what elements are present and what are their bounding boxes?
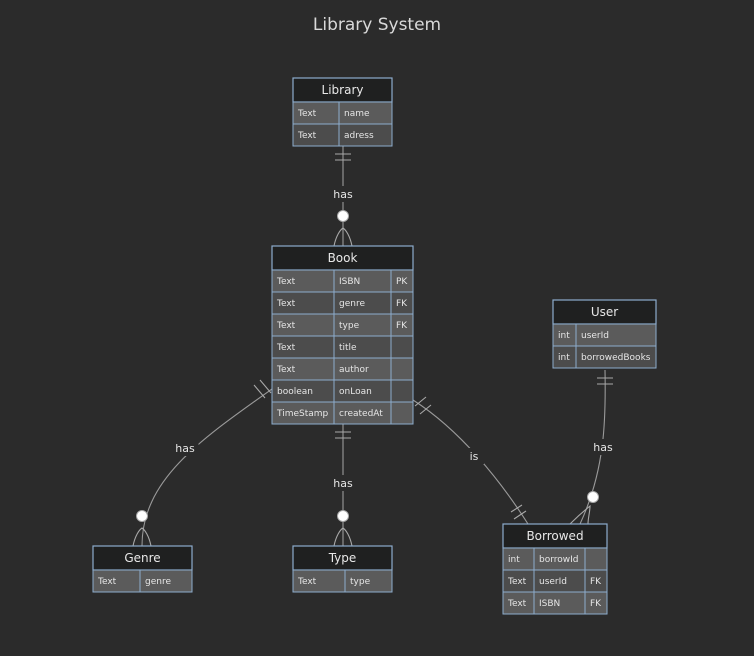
attribute-type: Text [507, 577, 527, 587]
exactly-one-marker [253, 379, 272, 399]
attribute-name: author [339, 365, 369, 375]
entity-header [502, 523, 608, 549]
exactly-one-marker [335, 431, 351, 439]
attribute-name: createdAt [339, 409, 383, 419]
attribute-key: FK [590, 599, 602, 609]
diagram-title: Library System [312, 15, 442, 35]
zero-marker [337, 210, 349, 222]
entity-name: Library [322, 83, 364, 97]
attribute-type: Text [297, 131, 317, 141]
entity-user[interactable]: User int userId int borrowedBooks [552, 299, 657, 369]
zero-marker [136, 510, 148, 522]
attribute-key: FK [590, 577, 602, 587]
attribute-name: userId [539, 577, 567, 587]
entity-name: Genre [124, 551, 160, 565]
attribute-type: int [558, 353, 570, 363]
relationship-label: has [333, 477, 353, 490]
attribute-name: userId [581, 331, 609, 341]
attribute-cell [390, 335, 414, 359]
attribute-type: Text [297, 109, 317, 119]
many-crowfoot-marker [132, 527, 152, 547]
attribute-type: int [508, 555, 520, 565]
zero-marker [337, 510, 349, 522]
attribute-name: ISBN [539, 599, 560, 609]
attribute-cell [390, 379, 414, 403]
attribute-type: Text [297, 577, 317, 587]
attribute-type: Text [276, 343, 296, 353]
exactly-one-marker [414, 396, 432, 415]
entity-name: User [591, 305, 618, 319]
attribute-name: adress [344, 131, 374, 141]
attribute-type: Text [507, 599, 527, 609]
attribute-type: Text [276, 299, 296, 309]
attribute-name: borrowedBooks [581, 353, 651, 363]
attribute-cell [139, 569, 193, 593]
attribute-name: genre [145, 577, 171, 587]
exactly-one-marker [510, 504, 527, 520]
attribute-type: Text [276, 321, 296, 331]
attribute-name: genre [339, 299, 365, 309]
entity-header [271, 245, 414, 271]
attribute-name: title [339, 343, 357, 353]
entity-name: Type [328, 551, 357, 565]
attribute-name: type [350, 577, 371, 587]
attribute-cell [575, 345, 657, 369]
attribute-cell [390, 357, 414, 381]
entity-name: Book [328, 251, 358, 265]
attribute-name: type [339, 321, 360, 331]
entity-name: Borrowed [526, 529, 583, 543]
attribute-type: boolean [277, 387, 313, 397]
attribute-cell [584, 547, 608, 571]
relationship-label-layer: has has has is has [171, 186, 617, 491]
attribute-type: Text [276, 277, 296, 287]
relationship-label: has [333, 188, 353, 201]
attribute-type: TimeStamp [276, 409, 329, 419]
attribute-name: borrowId [539, 555, 579, 565]
attribute-key: FK [396, 321, 408, 331]
attribute-cell [584, 591, 608, 615]
many-crowfoot-marker [569, 504, 591, 525]
attribute-key: FK [396, 299, 408, 309]
exactly-one-marker [335, 153, 351, 161]
attribute-name: ISBN [339, 277, 360, 287]
relationship-label-bg [329, 475, 357, 491]
attribute-cell [390, 401, 414, 425]
relationship-label-bg [589, 439, 617, 455]
relationship-label: has [175, 442, 195, 455]
many-crowfoot-marker [333, 227, 353, 247]
relationship-label: is [470, 450, 479, 463]
exactly-one-marker [597, 377, 613, 385]
many-crowfoot-marker [333, 527, 353, 547]
attribute-type: Text [97, 577, 117, 587]
attribute-name: onLoan [339, 387, 372, 397]
relationship-line-book-genre [141, 388, 273, 547]
relationship-label-bg [464, 448, 484, 464]
entity-header [552, 299, 657, 325]
attribute-key: PK [396, 277, 408, 287]
attribute-cell [338, 123, 393, 147]
attribute-name: name [344, 109, 370, 119]
relationship-label-bg [329, 186, 357, 202]
attribute-type: Text [276, 365, 296, 375]
relationship-label-bg [171, 440, 199, 456]
attribute-type: int [558, 331, 570, 341]
attribute-cell [344, 569, 393, 593]
relationship-label: has [593, 441, 613, 454]
zero-marker [587, 491, 599, 503]
